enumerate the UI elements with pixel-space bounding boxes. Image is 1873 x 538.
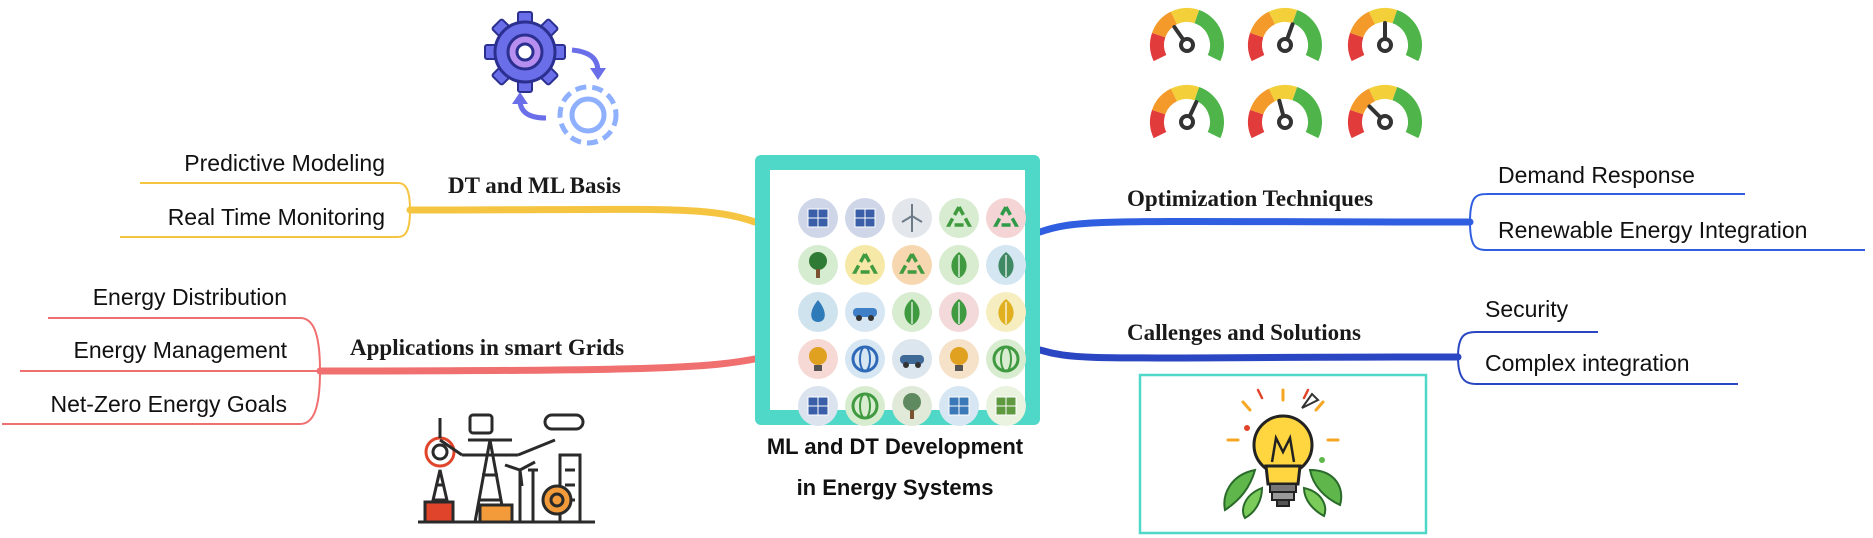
tree-icon [798,245,838,285]
electric-car-icon [845,292,885,332]
sub-branches [2,182,1865,425]
light-bulb-icon [798,339,838,379]
brace-optimization [1469,193,1865,251]
connectors [316,205,1474,375]
electric-car-icon [892,339,932,379]
gauge-icon [1150,85,1224,139]
leaf-security: Security [1485,296,1569,322]
leaf-renewable-integration: Renewable Energy Integration [1498,217,1807,243]
recycle-icon [939,198,979,238]
gears-icon [484,11,619,146]
gauge-icon [1348,8,1422,62]
eco-globe-icon [986,339,1026,379]
leaf-energy-management: Energy Management [73,337,287,363]
solar-panel-icon [798,198,838,238]
globe-icon [845,339,885,379]
power-grid-icon [418,413,595,524]
recycle-icon [986,198,1026,238]
gauge-icon [1348,85,1422,139]
city-icon [939,386,979,426]
globe-icon [845,386,885,426]
branch-optimization: Optimization Techniques [1127,186,1373,211]
leaf-energy-distribution: Energy Distribution [93,284,287,310]
wind-turbine-icon [892,198,932,238]
leaf-icon [986,292,1026,332]
brace-applications [2,317,321,425]
gauge-icon [1150,8,1224,62]
water-drop-icon [798,292,838,332]
connector-challenges [1036,346,1462,362]
connector-dt-ml-basis [406,205,759,226]
leaf-icon [939,292,979,332]
leaf-demand-response: Demand Response [1498,162,1695,188]
branch-challenges: Callenges and Solutions [1127,320,1361,345]
light-bulb-icon [1138,373,1428,535]
recycle-icon [892,245,932,285]
leaf-net-zero: Net-Zero Energy Goals [51,391,287,417]
solar-panel-icon [798,386,838,426]
brace-dt-ml [120,182,411,238]
center-title-line1: ML and DT Development [767,434,1024,459]
gauge-icon [1248,85,1322,139]
icon-grid [798,198,1026,426]
forest-icon [892,386,932,426]
gauge-icon [1248,8,1322,62]
leaf-complex-integration: Complex integration [1485,350,1690,376]
connector-applications [316,354,764,375]
solar-panel-icon [845,198,885,238]
central-node: ML and DT Development in Energy Systems [755,155,1040,500]
bar-chart-icon [986,386,1026,426]
idea-frame [1138,373,1428,535]
gauge-icon [1150,8,1422,139]
center-title-line2: in Energy Systems [797,475,994,500]
leaf-icon [986,245,1026,285]
branch-dt-ml-basis: DT and ML Basis [448,173,621,198]
recycle-figure-icon [845,245,885,285]
leaf-real-time-monitoring: Real Time Monitoring [168,204,385,230]
brace-challenges [1457,331,1738,385]
leaf-icon [939,245,979,285]
branch-applications: Applications in smart Grids [350,335,624,360]
connector-optimization [1036,217,1474,236]
light-bulb-icon [939,339,979,379]
leaf-predictive-modeling: Predictive Modeling [184,150,385,176]
leaf-icon [892,292,932,332]
